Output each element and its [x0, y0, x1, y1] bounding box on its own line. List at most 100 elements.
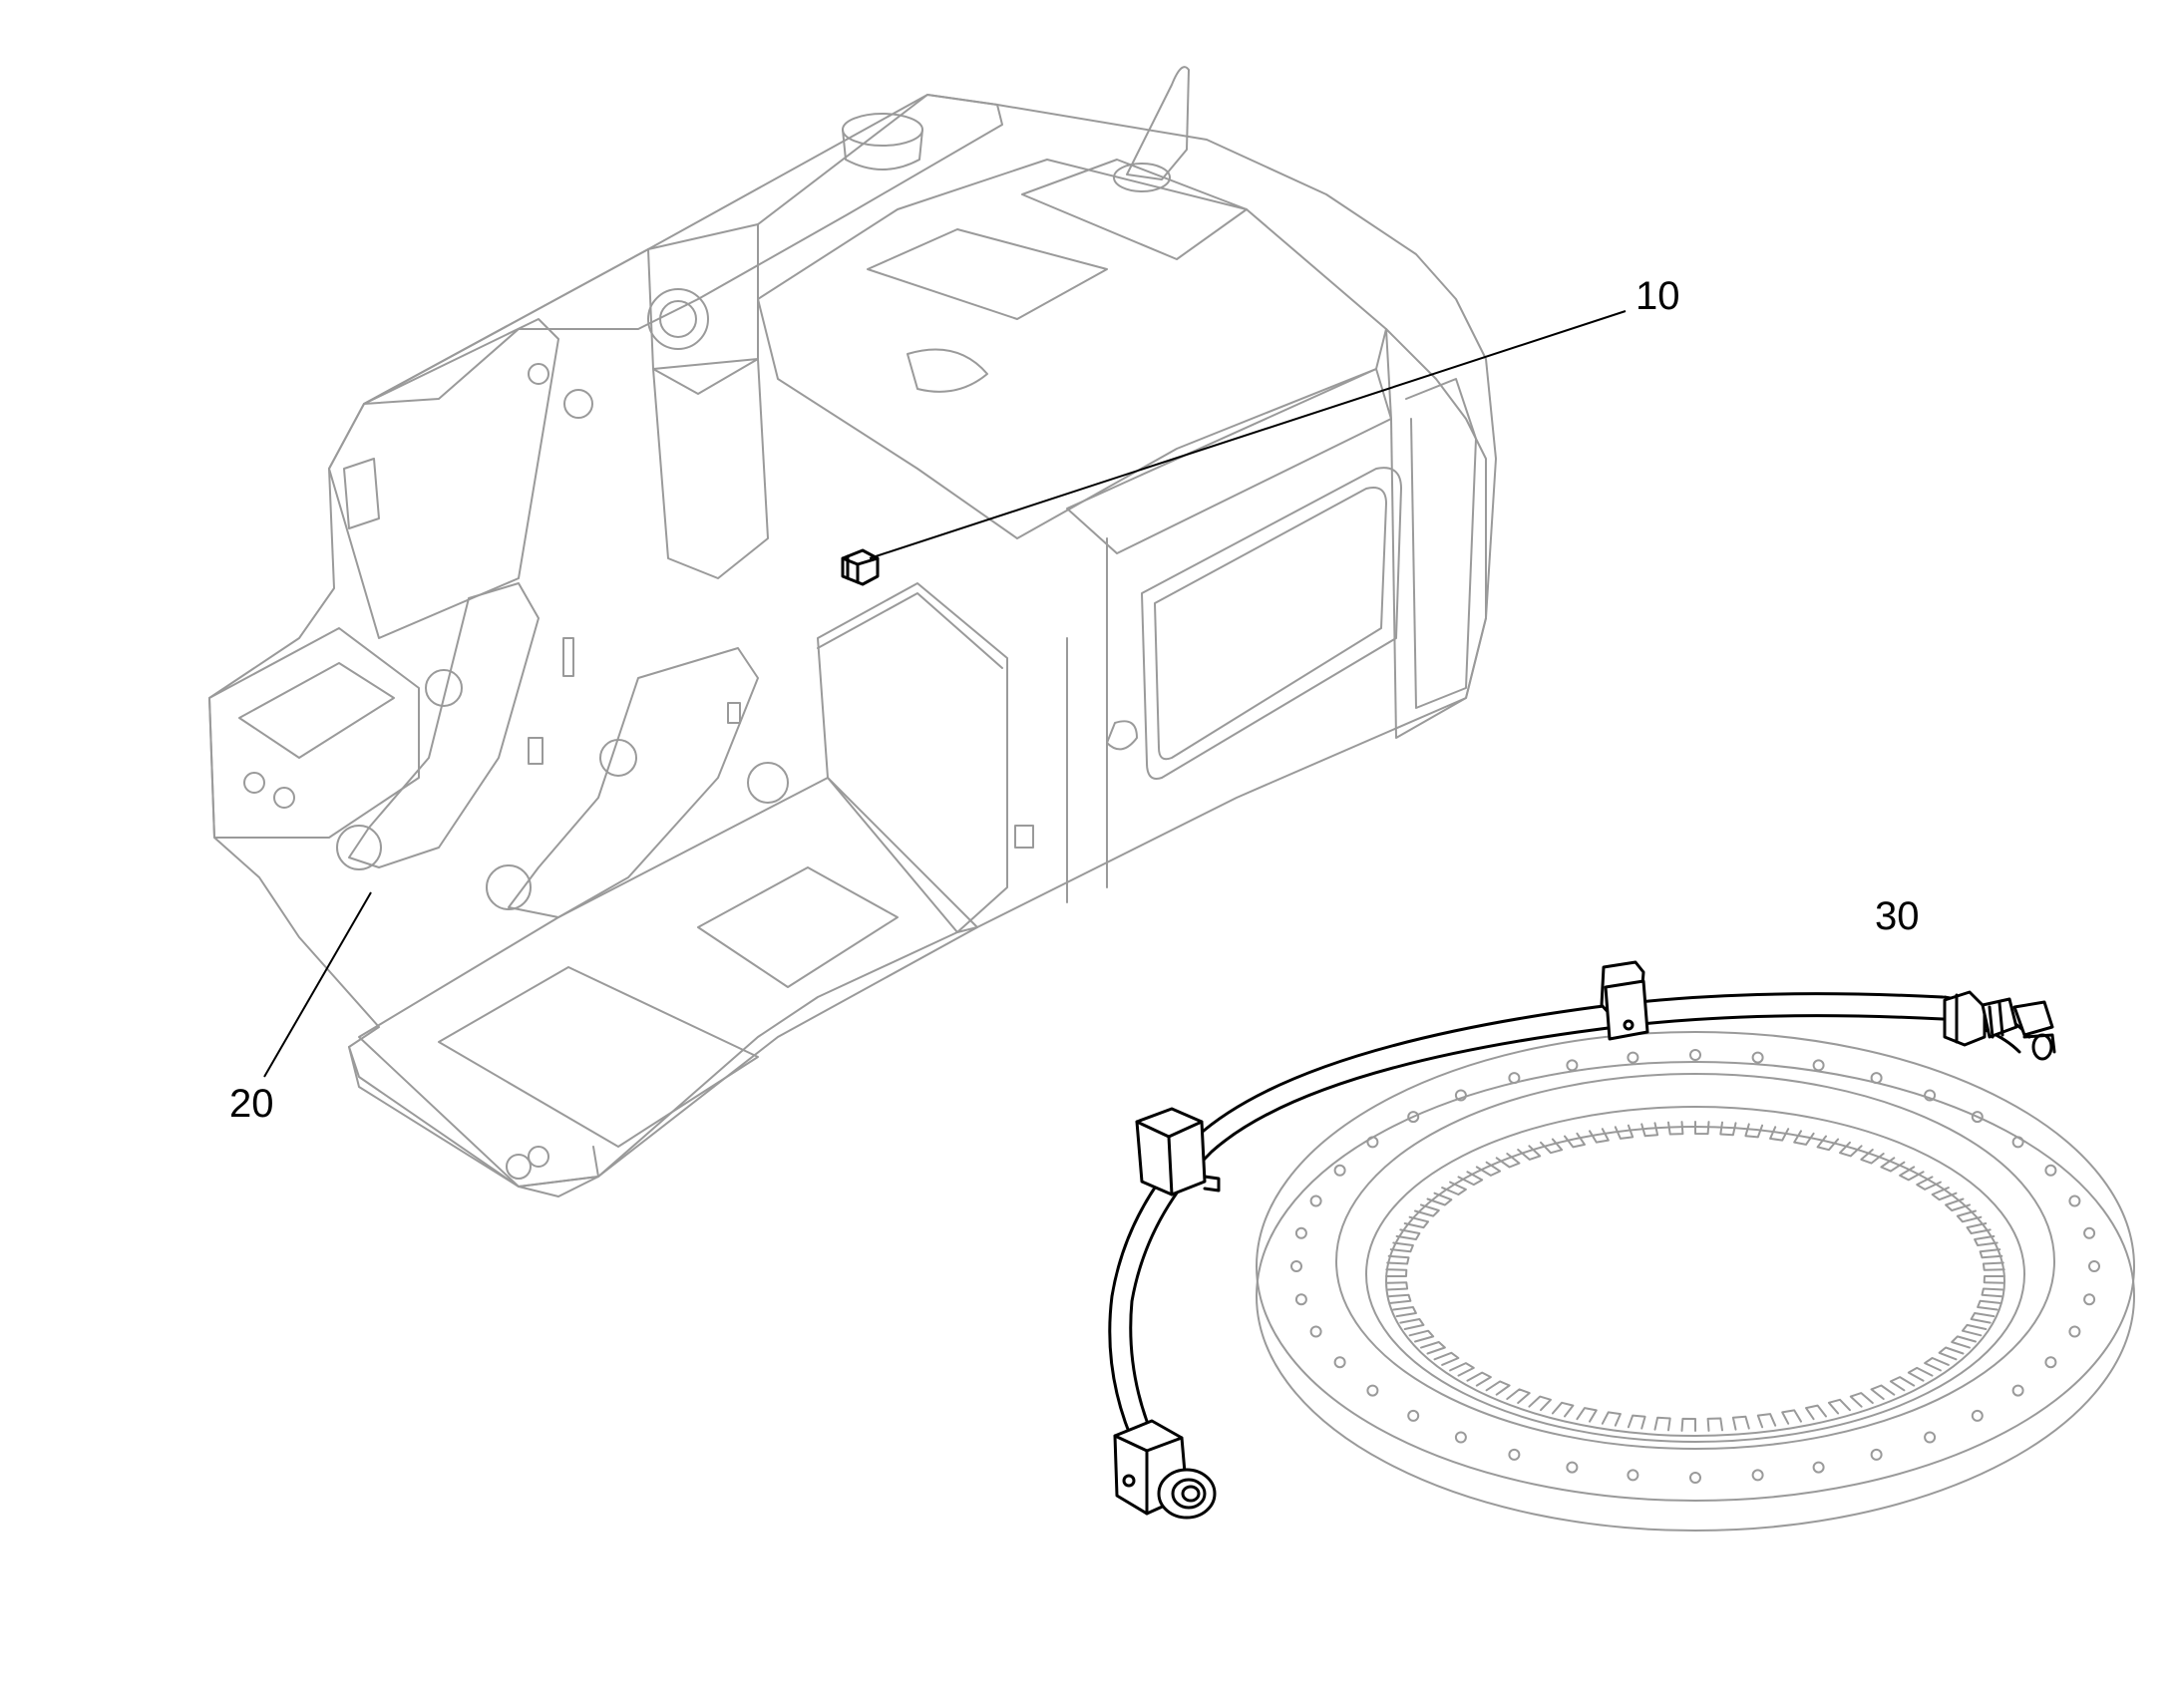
gear-tooth [1827, 1398, 1851, 1415]
gear-tooth [1475, 1161, 1502, 1177]
gear-tooth [1426, 1192, 1453, 1206]
gear-tooth [1931, 1187, 1958, 1201]
gear-tooth [1961, 1323, 1988, 1337]
bolt-hole [2083, 1226, 2096, 1239]
callout-20: 20 [229, 1082, 274, 1126]
bolt-hole [1407, 1409, 1420, 1422]
gear-tooth [1466, 1371, 1492, 1387]
bolt-hole [1689, 1472, 1701, 1484]
bolt-hole [1751, 1051, 1764, 1064]
bolt-hole [1924, 1089, 1937, 1102]
slewing-ring-gear-icon [1256, 1031, 2135, 1532]
bolt-hole [2068, 1325, 2081, 1338]
gear-tooth [1640, 1122, 1659, 1138]
gear-tooth [1694, 1121, 1710, 1136]
leader-line-20 [263, 891, 372, 1078]
gear-tooth [1395, 1228, 1421, 1240]
bolt-hole [1309, 1195, 1322, 1207]
gear-tooth [1506, 1388, 1531, 1404]
gear-tooth [1564, 1132, 1586, 1149]
bolt-hole [2011, 1384, 2024, 1397]
gear-tooth [1744, 1123, 1764, 1139]
gear-tooth [1614, 1124, 1635, 1140]
bolt-hole [1924, 1431, 1937, 1444]
gear-tooth [1870, 1384, 1896, 1400]
bolt-hole [1812, 1461, 1825, 1474]
gear-tooth [1576, 1407, 1598, 1423]
gear-tooth [1982, 1261, 2005, 1271]
bolt-hole [1689, 1049, 1701, 1061]
bolt-hole [1366, 1384, 1379, 1397]
gear-tooth [1839, 1141, 1863, 1158]
gear-tooth [1385, 1268, 1408, 1277]
bolt-hole [1333, 1164, 1346, 1177]
gear-tooth [1551, 1401, 1575, 1418]
gear-tooth [1680, 1417, 1696, 1432]
gear-tooth [1389, 1241, 1414, 1253]
gear-tooth [1420, 1341, 1446, 1355]
gear-tooth [1601, 1411, 1622, 1427]
gear-tooth [1889, 1376, 1916, 1392]
gear-tooth [1983, 1275, 2005, 1284]
gear-tooth [1907, 1366, 1934, 1382]
gear-tooth [1403, 1215, 1430, 1229]
gear-tooth [1495, 1153, 1521, 1169]
bolt-hole [1971, 1111, 1984, 1124]
gear-tooth [1924, 1357, 1950, 1372]
bolt-hole [1294, 1293, 1307, 1306]
bolt-hole [2044, 1356, 2057, 1369]
callout-10: 10 [1635, 274, 1680, 318]
gear-tooth [1653, 1416, 1671, 1432]
bolt-hole [1309, 1325, 1322, 1338]
gear-tooth [1589, 1128, 1610, 1144]
gear-tooth [1540, 1138, 1564, 1155]
bolt-hole [1870, 1072, 1883, 1085]
bolt-hole [1971, 1409, 1984, 1422]
excavator-upper-frame-icon [208, 66, 1497, 1197]
gear-tooth [1916, 1176, 1942, 1191]
gear-tooth [1981, 1287, 2004, 1298]
gear-tooth [1816, 1135, 1840, 1152]
gear-tooth [1756, 1413, 1777, 1429]
bolt-hole [1407, 1111, 1420, 1124]
gear-tooth [1956, 1209, 1983, 1223]
gear-tooth [1849, 1392, 1874, 1408]
gear-tooth [1457, 1171, 1484, 1187]
bolt-hole [1627, 1051, 1639, 1064]
callout-30: 30 [1875, 894, 1920, 938]
gear-tooth [1528, 1395, 1552, 1412]
bolt-hole [1566, 1461, 1579, 1474]
gear-tooth [1385, 1281, 1409, 1291]
bolt-hole [1751, 1469, 1764, 1482]
gear-tooth [1387, 1293, 1412, 1304]
bolt-hole [1294, 1226, 1307, 1239]
gear-tooth [1392, 1306, 1417, 1318]
gear-tooth [1951, 1335, 1977, 1349]
gear-tooth [1769, 1126, 1790, 1142]
gear-tooth [1667, 1121, 1684, 1136]
gear-tooth [1974, 1234, 1998, 1246]
bolt-hole [1290, 1260, 1302, 1272]
bolt-hole [2044, 1164, 2057, 1177]
gear-tooth [1517, 1145, 1542, 1161]
gear-tooth [1977, 1299, 2001, 1311]
bolt-hole [1366, 1136, 1379, 1149]
gear-tooth [1805, 1404, 1827, 1421]
bolt-hole [1333, 1356, 1346, 1369]
bolt-hole [2088, 1260, 2100, 1272]
bolt-hole [2011, 1136, 2024, 1149]
bolt-hole [2068, 1195, 2081, 1207]
gear-tooth [1414, 1203, 1440, 1217]
gear-tooth [1979, 1248, 2003, 1259]
bolt-hole [1566, 1059, 1579, 1072]
bolt-hole [1870, 1448, 1883, 1461]
gear-tooth [1938, 1346, 1965, 1361]
gear-tooth [1781, 1409, 1802, 1425]
gear-tooth [1970, 1312, 1996, 1324]
gear-tooth [1731, 1415, 1750, 1431]
sensor-bracket-icon [841, 548, 880, 586]
leader-line-10 [869, 310, 1627, 559]
gear-tooth [1627, 1414, 1646, 1430]
gear-tooth [1719, 1121, 1737, 1137]
gear-tooth [1793, 1130, 1815, 1146]
